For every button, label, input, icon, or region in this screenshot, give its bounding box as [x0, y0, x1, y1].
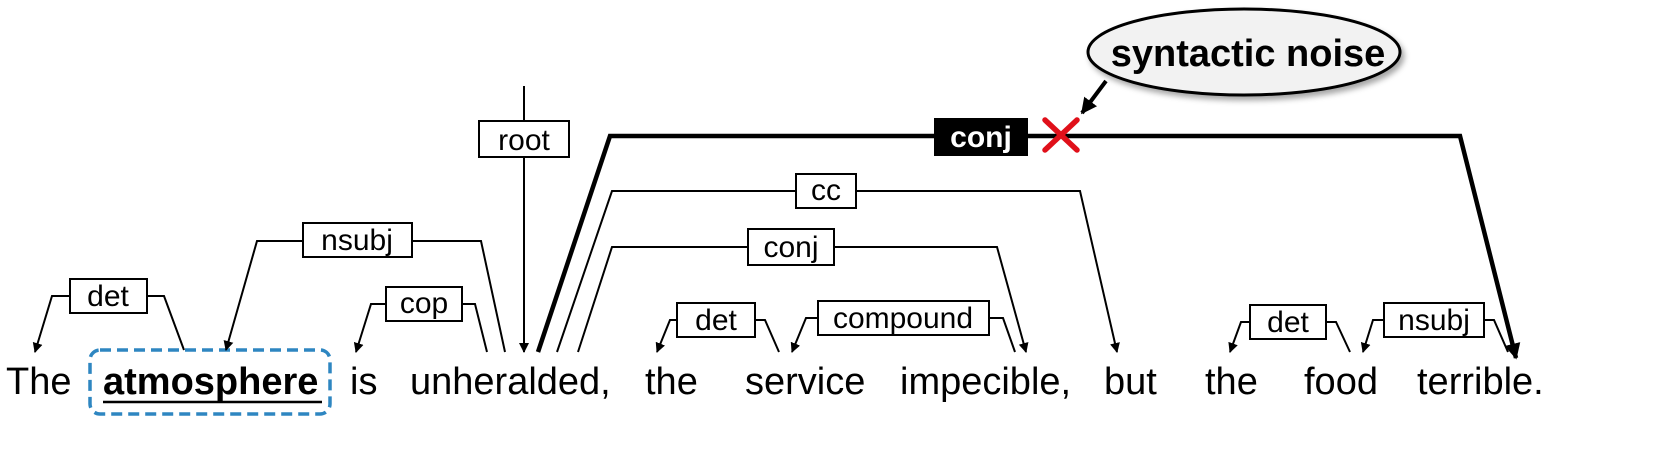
arc-cop: cop [353, 286, 488, 353]
word-unheralded: unheralded, [410, 361, 611, 403]
sentence: The atmosphere is unheralded, the servic… [6, 361, 1544, 403]
arc-root: root [478, 86, 570, 353]
label-nsubj-2: nsubj [1398, 304, 1470, 337]
label-cc: cc [811, 174, 841, 207]
aspect-dashed-box [88, 348, 332, 416]
label-conj-2: conj [763, 231, 818, 264]
label-compound: compound [833, 302, 973, 335]
word-impecible: impecible, [900, 361, 1071, 403]
arc-cc: cc [556, 173, 1120, 353]
cross-icon [1042, 117, 1080, 153]
arc-compound: compound [790, 300, 1016, 353]
callout-pointer [1080, 79, 1108, 115]
label-det-1: det [87, 280, 129, 313]
word-the-1: The [6, 361, 71, 403]
word-but: but [1104, 361, 1157, 403]
callout-bubble [1086, 7, 1402, 97]
label-nsubj-1: nsubj [321, 224, 393, 257]
arc-det-2: det [655, 302, 780, 353]
label-conj-noise: conj [950, 121, 1012, 154]
arc-conj-2: conj [577, 228, 1029, 353]
word-atmosphere-aspect: atmosphere [103, 361, 318, 403]
word-food: food [1304, 361, 1378, 403]
arc-conj-noise: conj [535, 118, 1521, 360]
word-the-2: the [645, 361, 698, 403]
arc-nsubj-2: nsubj [1360, 302, 1509, 353]
word-terrible: terrible. [1417, 361, 1544, 403]
callout-syntactic-noise: syntactic noise [1080, 7, 1402, 115]
callout-text: syntactic noise [1111, 33, 1386, 75]
label-conj-noise-bg [934, 118, 1028, 156]
arc-det-3: det [1228, 304, 1351, 353]
arc-nsubj-1: nsubj [223, 222, 506, 353]
word-service: service [745, 361, 865, 403]
word-is: is [350, 361, 377, 403]
aspect-term-highlight [88, 348, 332, 416]
label-det-3: det [1267, 306, 1309, 339]
label-cop: cop [400, 287, 448, 320]
label-root: root [498, 124, 550, 157]
word-the-3: the [1205, 361, 1258, 403]
label-det-2: det [695, 304, 737, 337]
arc-det-1: det [32, 278, 185, 353]
